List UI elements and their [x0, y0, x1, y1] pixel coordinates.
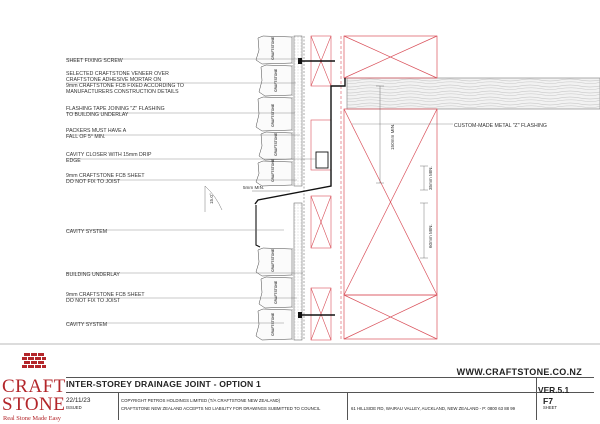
craftstone-logo	[4, 353, 64, 423]
stone-mark-label: CRAFTSTONE	[271, 158, 275, 182]
sheet-number: F7	[543, 396, 554, 406]
adhesive-mortar	[292, 36, 294, 64]
adhesive-mortar	[292, 132, 294, 160]
logo-word-stone: STONE	[2, 394, 66, 415]
label-building-underlay: BUILDING UNDERLAY	[66, 272, 120, 278]
label-sheet-fixing-screw: SHEET FIXING SCREW	[66, 58, 123, 64]
title-block: CRAFT STONE	[0, 345, 600, 424]
z-flashing	[254, 78, 346, 205]
sheet-fixing-screw-upper	[298, 58, 335, 64]
label-veneer-line4: MANUFACTURERS CONSTRUCTION DETAILS	[66, 89, 179, 95]
label-veneer-line3: 9mm CRAFTSTONE FCB FIXED ACCORDING TO	[66, 83, 184, 89]
title-divider-mid	[66, 392, 594, 393]
drip-packer	[315, 151, 329, 169]
adhesive-mortar	[292, 97, 294, 131]
adhesive-mortar	[292, 248, 294, 276]
label-fcb-lower-line1: 9mm CRAFTSTONE FCB SHEET	[66, 292, 145, 298]
label-cavity-system-lower: CAVITY SYSTEM	[66, 322, 107, 328]
stone-block	[258, 276, 293, 309]
sheet-label: SHEET	[543, 405, 557, 410]
title-divider-v3	[536, 377, 537, 420]
stone-mark-label: CRAFTSTONE	[271, 36, 275, 60]
label-fcb-upper-line1: 9mm CRAFTSTONE FCB SHEET	[66, 173, 145, 179]
adhesive-mortar	[292, 309, 294, 340]
label-flashing-tape-line2: TO BUILDING UNDERLAY	[66, 112, 129, 118]
label-packers-line2: FALL OF 5° MIN.	[66, 134, 105, 140]
label-z-flashing: CUSTOM-MADE METAL "Z" FLASHING	[454, 123, 547, 129]
dimension-35	[420, 165, 428, 191]
label-cavity-closer-line1: CAVITY CLOSER WITH 15mm DRIP	[66, 152, 152, 158]
stone-block	[255, 96, 293, 132]
label-veneer-line1: SELECTED CRAFTSTONE VENEER OVER	[66, 71, 169, 77]
angle-marker	[204, 185, 223, 212]
stone-mark-label: CRAFTSTONE	[274, 68, 278, 92]
version-number: VER.5.1	[538, 385, 570, 395]
dim-60-label: 60mm MIN.	[428, 224, 433, 248]
title-divider-v1	[118, 392, 119, 420]
brick-icon	[22, 353, 46, 368]
dimension-150	[376, 85, 384, 184]
drawing-title: INTER-STOREY DRAINAGE JOINT - OPTION 1	[66, 379, 261, 389]
address-text: 61 HILLSIDE RD, WAIRAU VALLEY, AUCKLAND,…	[351, 406, 515, 411]
fcb-sheet	[293, 35, 303, 341]
logo-word-craft: CRAFT	[2, 376, 66, 397]
dim-5-label: 5mm MIN.	[243, 185, 264, 190]
label-flashing-tape-line1: FLASHING TAPE JOINING "Z" FLASHING	[66, 106, 165, 112]
angle-label: 15.0°	[209, 193, 214, 204]
stone-block	[255, 308, 293, 341]
label-cavity-closer-line2: EDGE	[66, 158, 81, 164]
website-url[interactable]: WWW.CRAFTSTONE.CO.NZ	[456, 367, 582, 377]
floor-joist	[346, 77, 600, 110]
adhesive-mortar	[292, 277, 294, 308]
label-fcb-upper-line2: DO NOT FIX TO JOIST	[66, 179, 121, 185]
dim-150-label: 150mm MIN.	[390, 124, 395, 150]
dimension-60	[420, 202, 428, 259]
stone-mark-label: CRAFTSTONE	[271, 103, 275, 127]
stone-block	[258, 64, 293, 97]
liability-text: CRAFTSTONE NEW ZEALAND ACCEPTS NO LIABIL…	[121, 406, 321, 411]
upper-timber-frame	[343, 35, 438, 340]
stone-mark-label: CRAFTSTONE	[271, 312, 275, 336]
stone-block	[255, 247, 293, 277]
stone-veneer-upper: CRAFTSTONE CRAFTSTONE CRAFTSTONE CRAFTSTONE…	[255, 35, 294, 187]
drawing-area: CRAFTSTONECRAFTSTONECRAFTSTONECRAFTSTONE…	[0, 35, 600, 345]
stone-mark-label: CRAFTSTONE	[274, 132, 278, 156]
adhesive-mortar	[292, 161, 294, 186]
cavity-closer	[255, 205, 261, 248]
stone-veneer-lower: CRAFTSTONE CRAFTSTONE CRAFTSTONE	[255, 247, 294, 341]
stone-block	[258, 131, 293, 161]
leader-lines	[66, 58, 453, 324]
adhesive-mortar	[292, 65, 294, 96]
stone-mark-label: CRAFTSTONE	[271, 248, 275, 272]
logo-tagline: Real Stone Made Easy	[2, 415, 62, 422]
stone-block	[255, 35, 293, 65]
label-fcb-lower-line2: DO NOT FIX TO JOIST	[66, 298, 121, 304]
title-divider-top	[66, 377, 594, 378]
label-packers-line1: PACKERS MUST HAVE A	[66, 128, 127, 134]
issue-date: 22/11/23	[66, 397, 91, 404]
title-divider-v2	[347, 392, 348, 420]
label-cavity-system-upper: CAVITY SYSTEM	[66, 229, 107, 235]
dim-35-label: 35mm MIN.	[428, 166, 433, 190]
sheet-fixing-screw-lower	[298, 312, 335, 318]
stone-mark-label: CRAFTSTONE	[274, 280, 278, 304]
label-veneer-line2: CRAFTSTONE ADHESIVE MORTAR ON	[66, 77, 161, 83]
stone-block	[255, 160, 293, 187]
issued-label: ISSUED	[66, 405, 82, 410]
copyright-text: COPYRIGHT PETROS HOLDINGS LIMITED (T/A C…	[121, 398, 281, 403]
